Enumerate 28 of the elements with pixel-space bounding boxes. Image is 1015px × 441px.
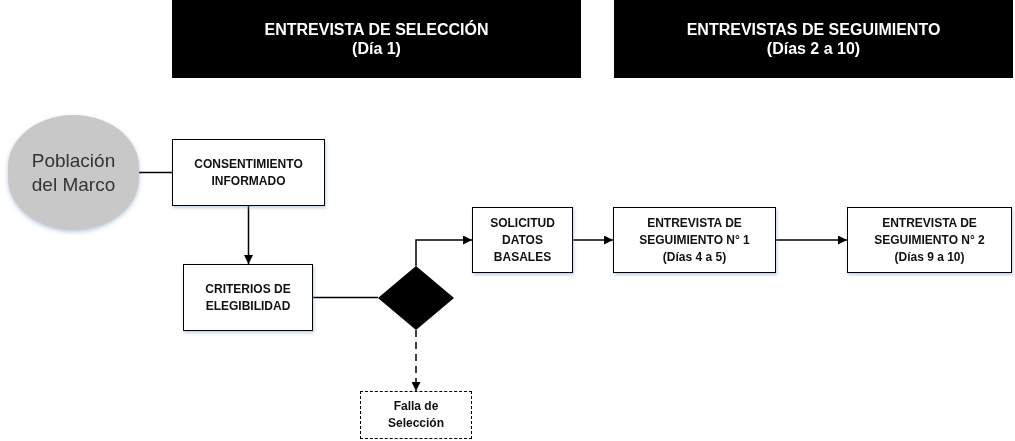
process-box xyxy=(472,207,573,273)
process-box xyxy=(172,139,325,206)
section-title: (Días 2 a 10) xyxy=(766,39,861,58)
section-header-band xyxy=(172,0,581,78)
process-box xyxy=(847,207,1012,273)
node-label: ENTREVISTA DE SEGUIMIENTO N° 2 xyxy=(873,214,986,249)
terminator-shape xyxy=(8,115,139,230)
process-box xyxy=(183,264,313,331)
section-header-band xyxy=(614,0,1013,78)
section-title: ENTREVISTAS DE SEGUIMIENTO xyxy=(686,20,941,39)
connector-arrow xyxy=(572,235,614,245)
node-label: (Días 9 a 10) xyxy=(894,248,965,266)
section-title: ENTREVISTA DE SELECCIÓN xyxy=(264,20,489,39)
connector-arrow xyxy=(244,205,253,265)
connector-arrow xyxy=(415,235,473,267)
process-box xyxy=(360,391,472,439)
node-label: Falla de Selección xyxy=(387,398,445,432)
connector-arrow xyxy=(411,329,421,392)
diamond-shape xyxy=(378,266,454,330)
node-label: CRITERIOS DE ELEGIBILIDAD xyxy=(204,280,292,315)
node-label: SOLICITUD DATOS BASALES xyxy=(489,214,556,266)
node-label: Población del Marco xyxy=(30,148,117,197)
section-title: (Día 1) xyxy=(352,39,401,58)
node-label: (Días 4 a 5) xyxy=(662,248,727,266)
process-box xyxy=(613,207,776,273)
node-label: CONSENTIMIENTO INFORMADO xyxy=(193,155,304,190)
node-label: ENTREVISTA DE SEGUIMIENTO N° 1 xyxy=(638,214,751,249)
connector-arrow xyxy=(775,235,848,245)
